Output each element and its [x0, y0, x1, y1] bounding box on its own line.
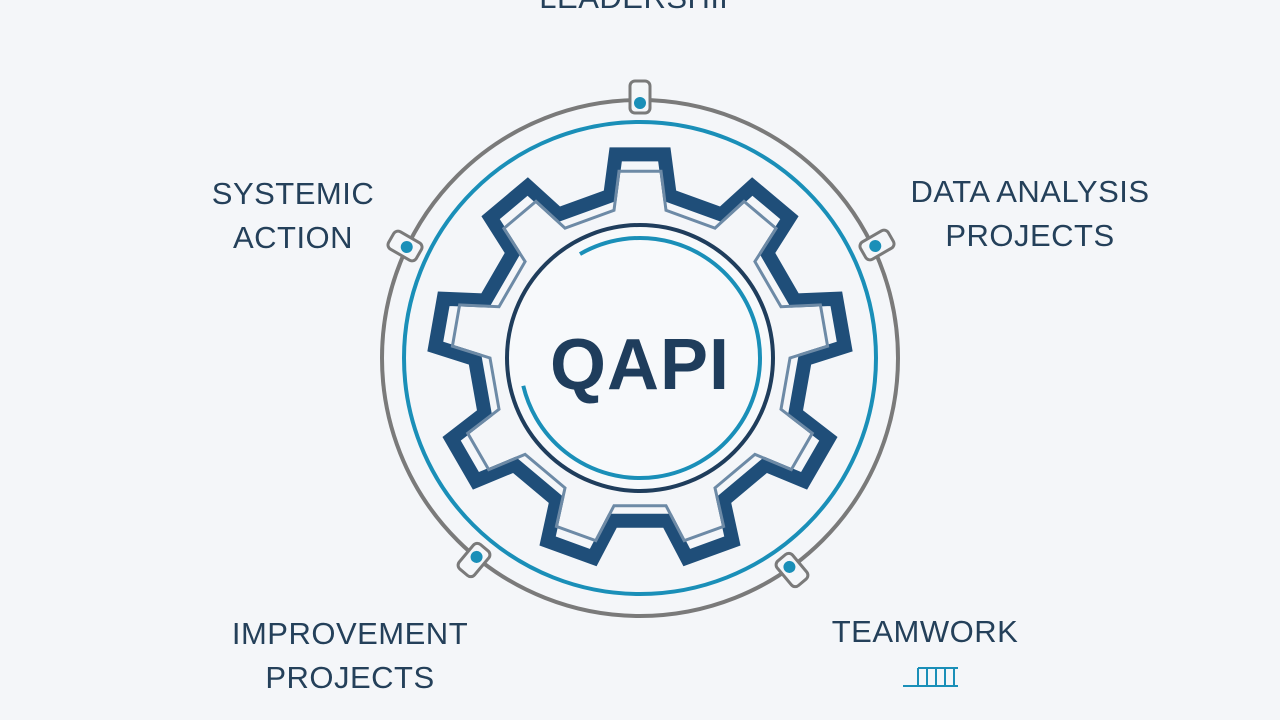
label-line: IMPROVEMENT [231, 616, 469, 651]
center-title: QAPI [549, 325, 731, 405]
connector-node-icon [628, 79, 652, 115]
label-teamwork: TEAMWORK [800, 610, 1050, 654]
inner-navy-circle [505, 223, 775, 493]
label-line: ACTION [232, 220, 354, 255]
teal-ring [402, 120, 878, 596]
label-leadership-text: LEADERSHIP [440, 0, 840, 20]
connector-node-icon [774, 551, 810, 589]
label-systemic-action: SYSTEMIC ACTION [193, 172, 393, 260]
label-teamwork-text: TEAMWORK [831, 614, 1019, 649]
label-line: SYSTEMIC [211, 176, 375, 211]
inner-teal-arc [518, 236, 762, 481]
connector-node-icon [858, 228, 896, 262]
connector-node-icon [456, 541, 492, 579]
label-line: PROJECTS [265, 660, 435, 695]
connector-node-icon [386, 229, 424, 263]
bar-icon [903, 667, 958, 687]
label-line: DATA ANALYSIS [910, 174, 1150, 209]
label-improvement-projects: IMPROVEMENT PROJECTS [200, 612, 500, 700]
label-data-analysis-projects: DATA ANALYSIS PROJECTS [880, 170, 1180, 258]
label-leadership: LEADERSHIP [440, 0, 840, 20]
label-line: PROJECTS [945, 218, 1115, 253]
gear-icon [427, 147, 853, 567]
